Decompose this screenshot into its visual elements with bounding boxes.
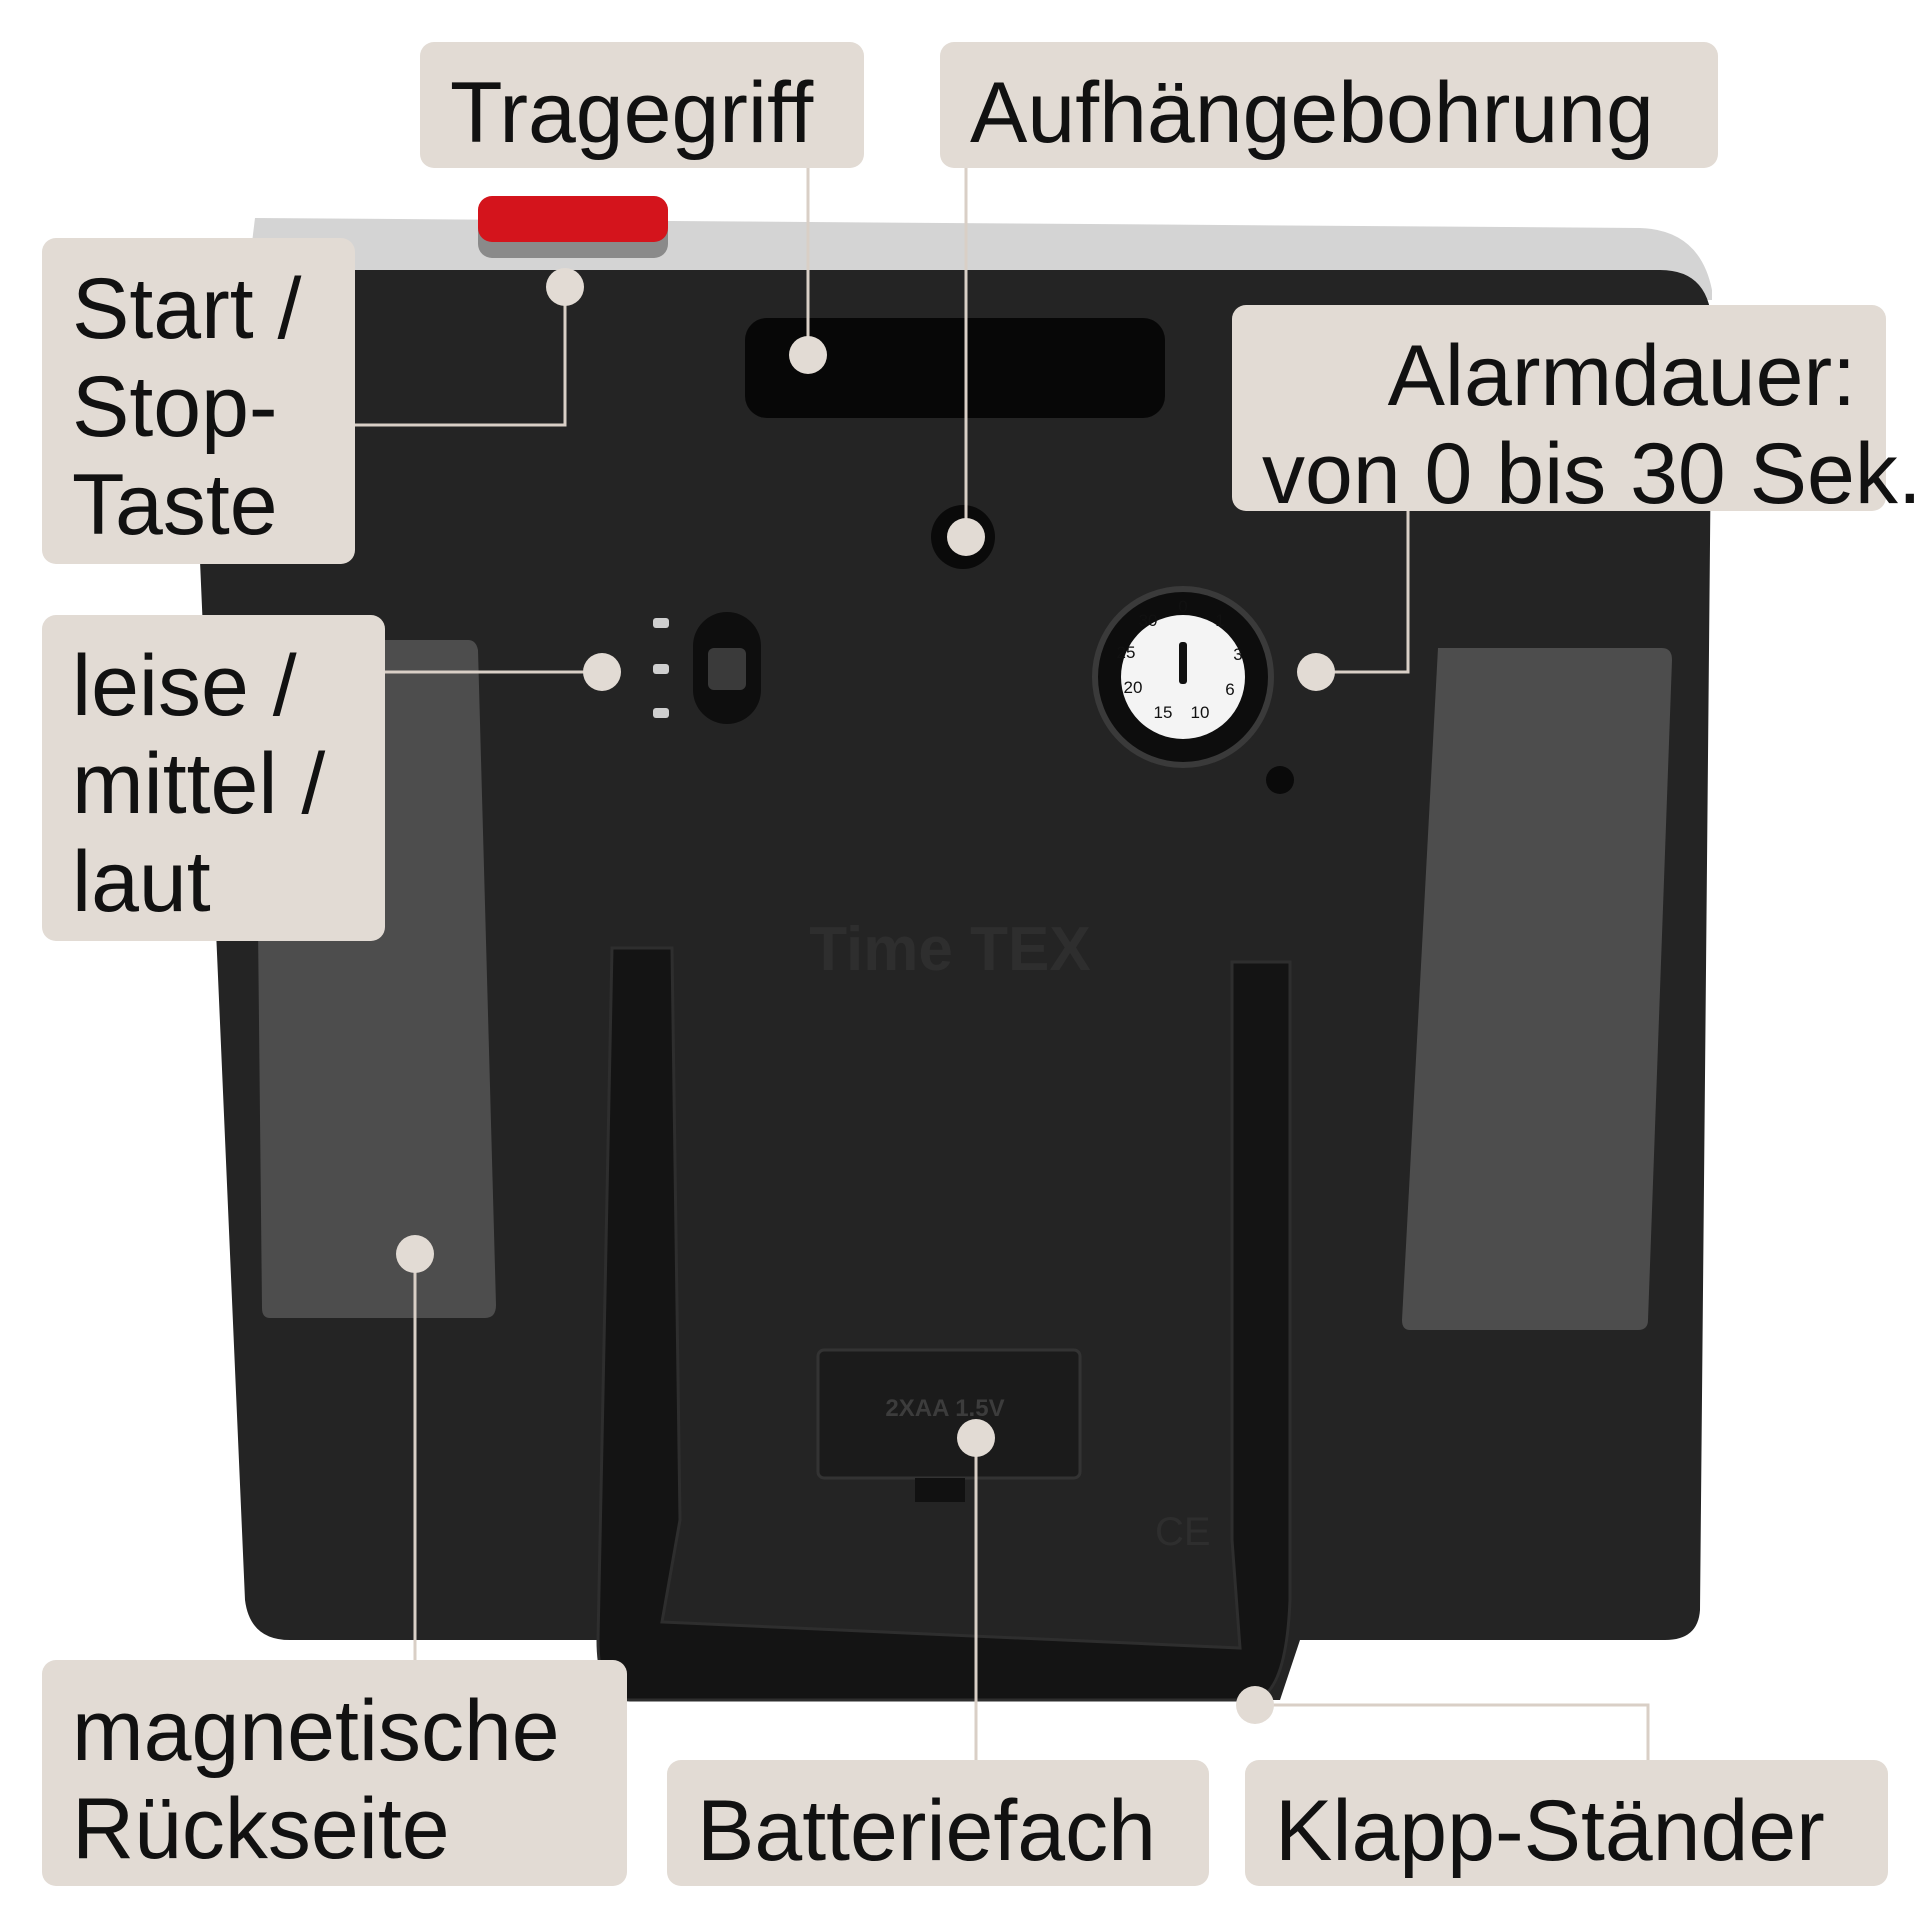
volume-mark-low xyxy=(653,708,669,718)
label-batteriefach-text: Batteriefach xyxy=(697,1783,1156,1879)
battery-cover-latch xyxy=(915,1478,965,1502)
label-tragegriff: Tragegriff xyxy=(420,42,864,168)
label-volume-line-2: mittel / xyxy=(72,736,326,832)
volume-slider-knob xyxy=(708,648,746,690)
leader-alarmdauer xyxy=(1316,510,1410,674)
dial-number-1: 1 xyxy=(1215,611,1224,630)
label-alarmdauer: Alarmdauer: von 0 bis 30 Sek. xyxy=(1232,305,1920,522)
marker-dot-batterie xyxy=(957,1419,995,1457)
carry-handle-slot xyxy=(745,318,1165,418)
dial-number-15: 15 xyxy=(1154,703,1173,722)
label-magnet: magnetische Rückseite xyxy=(42,1660,627,1886)
battery-cover-text: 2XAA 1.5V xyxy=(885,1395,1004,1422)
marker-dot-alarmdauer xyxy=(1297,653,1335,691)
brand-emboss: Time TEX xyxy=(809,915,1090,984)
label-volume: leise / mittel / laut xyxy=(42,615,385,941)
volume-mark-high xyxy=(653,618,669,628)
label-volume-line-3: laut xyxy=(72,834,211,930)
label-magnet-line-2: Rückseite xyxy=(72,1781,450,1877)
alarm-dial-numbers: 0 1 3 6 10 15 20 25 30 xyxy=(1117,597,1243,722)
small-screw-hole xyxy=(1266,766,1294,794)
label-start-stop-line-2: Stop- xyxy=(72,359,278,455)
dial-number-3: 3 xyxy=(1233,645,1242,664)
dial-number-10: 10 xyxy=(1191,703,1210,722)
label-start-stop-line-3: Taste xyxy=(72,457,278,553)
label-magnet-line-1: magnetische xyxy=(72,1683,560,1779)
label-tragegriff-text: Tragegriff xyxy=(450,65,814,161)
marker-dot-magnet xyxy=(396,1235,434,1273)
device-body xyxy=(190,270,1712,1700)
dial-number-20: 20 xyxy=(1124,678,1143,697)
leader-start-stop xyxy=(355,287,567,427)
label-aufhaengebohrung: Aufhängebohrung xyxy=(940,42,1718,168)
label-klapp-staender: Klapp-Ständer xyxy=(1245,1760,1888,1886)
speaker-wave-icon xyxy=(653,618,669,718)
dial-number-30: 30 xyxy=(1139,611,1158,630)
label-batteriefach: Batteriefach xyxy=(667,1760,1209,1886)
ce-mark: CE xyxy=(1155,1510,1211,1554)
label-aufhaengebohrung-text: Aufhängebohrung xyxy=(970,65,1654,161)
start-stop-button-cap xyxy=(478,196,668,242)
leader-lines xyxy=(355,168,1650,1760)
magnet-pad-right xyxy=(1402,648,1672,1330)
dial-number-25: 25 xyxy=(1117,643,1136,662)
label-volume-line-1: leise / xyxy=(72,638,297,734)
marker-dot-staender xyxy=(1236,1686,1274,1724)
alarm-dial-pointer xyxy=(1179,642,1187,684)
dial-number-0: 0 xyxy=(1178,597,1187,616)
dial-number-6: 6 xyxy=(1225,680,1234,699)
label-alarmdauer-line-1: Alarmdauer: xyxy=(1387,328,1856,424)
marker-dot-aufhaengebohrung xyxy=(947,518,985,556)
leader-staender xyxy=(1255,1703,1650,1760)
marker-dot-volume xyxy=(583,653,621,691)
label-klapp-staender-text: Klapp-Ständer xyxy=(1275,1783,1825,1879)
label-start-stop-line-1: Start / xyxy=(72,261,302,357)
marker-dot-tragegriff xyxy=(789,336,827,374)
label-alarmdauer-line-2: von 0 bis 30 Sek. xyxy=(1262,426,1920,522)
volume-mark-mid xyxy=(653,664,669,674)
marker-dots xyxy=(396,268,1335,1724)
label-start-stop: Start / Stop- Taste xyxy=(42,238,355,564)
marker-dot-start-stop xyxy=(546,268,584,306)
